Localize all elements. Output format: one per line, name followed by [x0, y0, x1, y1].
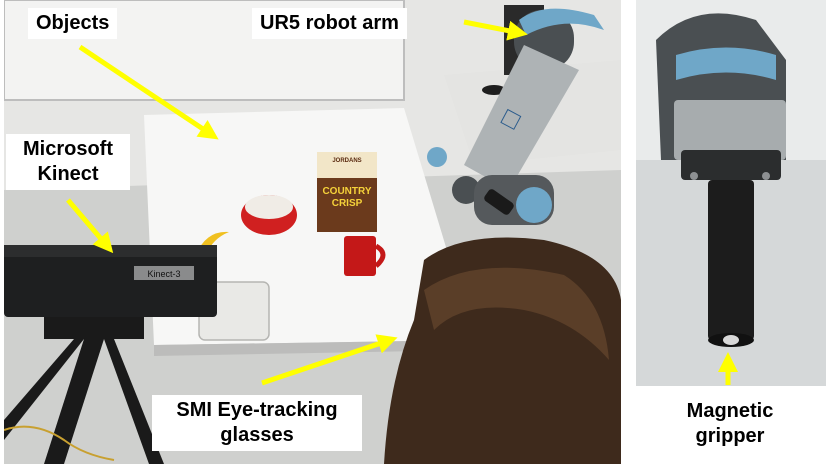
gripper-label: Magnetic gripper	[660, 396, 800, 452]
gripper-photo	[636, 0, 826, 386]
kinect-device-text: Kinect-3	[147, 269, 180, 279]
cereal-brand-text: JORDANS	[332, 158, 361, 164]
kinect-label-line1: Microsoft	[23, 138, 113, 160]
cereal-line2-text: CRISP	[332, 198, 363, 209]
gripper-label-line2: gripper	[695, 425, 765, 447]
kinect-label: Microsoft Kinect	[6, 134, 130, 190]
gripper-label-line1: Magnetic	[686, 400, 774, 422]
eye-tracking-label-line2: glasses	[220, 424, 294, 446]
eye-tracking-label: SMI Eye-tracking glasses	[152, 395, 362, 451]
eye-tracking-label-line1: SMI Eye-tracking	[176, 399, 338, 421]
kinect-label-line2: Kinect	[37, 163, 99, 185]
robot-arm-label: UR5 robot arm	[252, 8, 407, 39]
cereal-line1-text: COUNTRY	[322, 186, 371, 197]
objects-label: Objects	[28, 8, 118, 39]
